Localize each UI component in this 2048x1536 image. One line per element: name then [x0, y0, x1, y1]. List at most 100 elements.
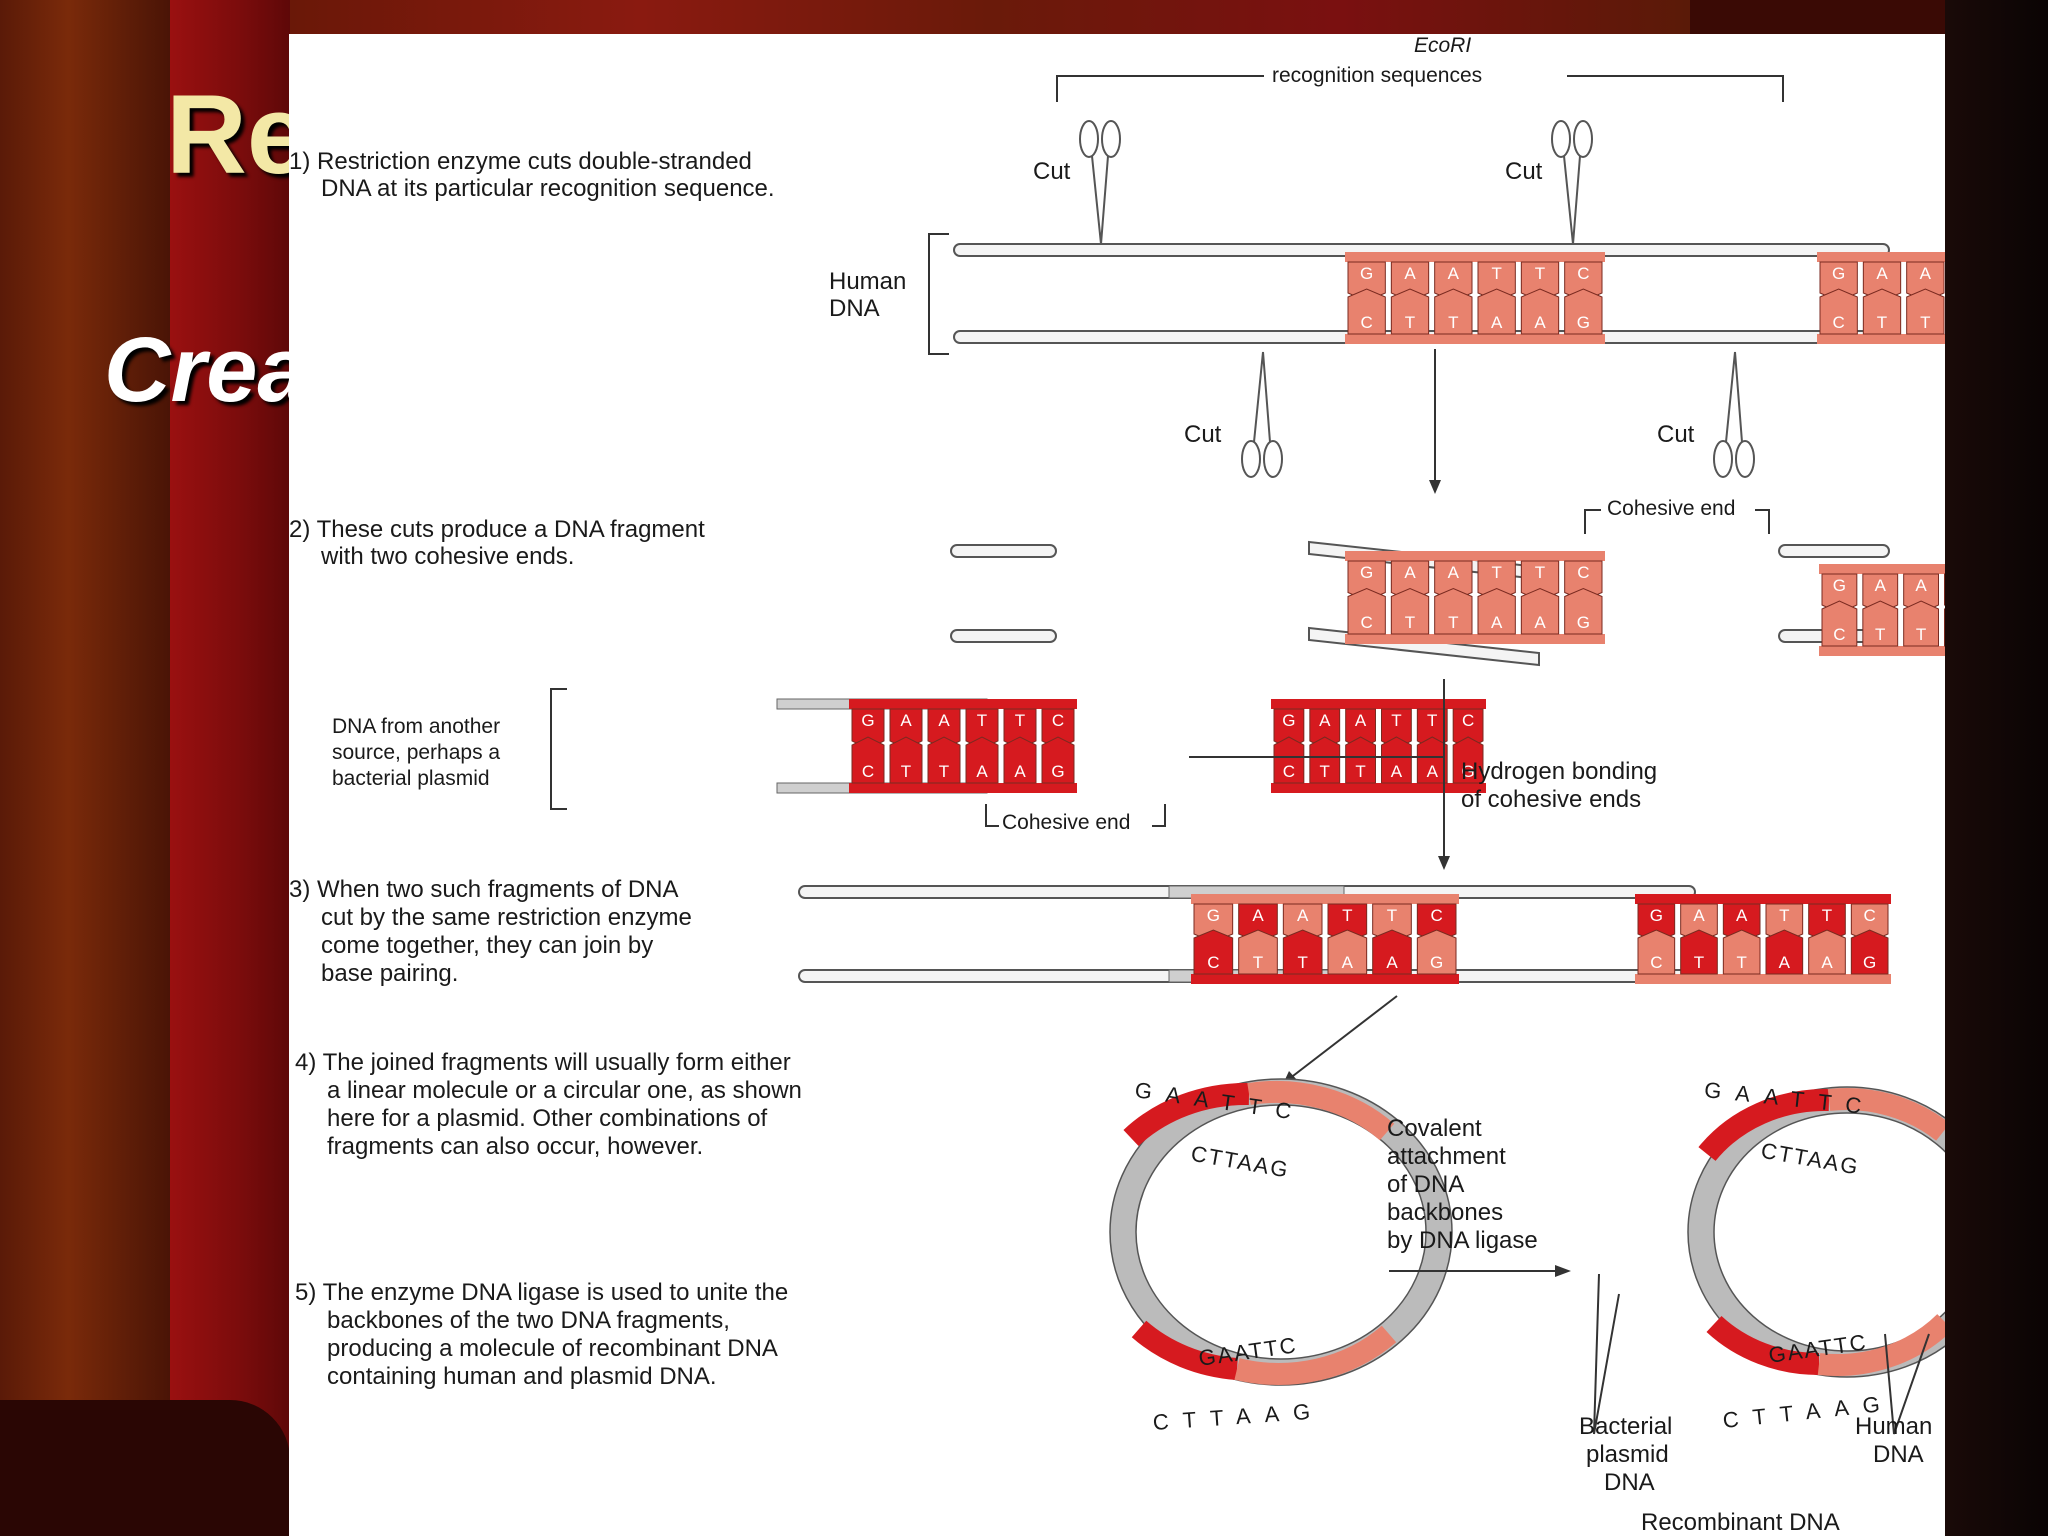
pfA-base-bottom-4 [1003, 736, 1037, 784]
r1a-letter-bottom-3: A [1491, 313, 1503, 332]
covalent-l5: by DNA ligase [1387, 1227, 1538, 1254]
r1a-letter-top-4: T [1535, 264, 1545, 283]
covalent-l4: backbones [1387, 1199, 1503, 1226]
pfA-base-bottom-3 [965, 736, 999, 784]
r1a-letter-bottom-5: G [1577, 313, 1590, 332]
r3a-base-bottom-0 [1193, 929, 1234, 975]
human-short-l1: Human [1855, 1413, 1932, 1440]
pfB-letter-top-3: T [1391, 711, 1401, 730]
arrow-head-1 [1429, 480, 1441, 494]
other-source-bracket [550, 688, 567, 810]
human-short-l2: DNA [1873, 1441, 1924, 1468]
r3a-letter-top-2: A [1297, 906, 1309, 925]
r3b-base-bottom-0 [1637, 929, 1676, 975]
r3b-letter-top-5: C [1864, 906, 1876, 925]
r3a-letter-bottom-1: T [1253, 953, 1263, 972]
pfA-letter-top-3: T [977, 711, 987, 730]
slide-title: Re [166, 72, 310, 197]
r2b-base-bottom-1 [1862, 600, 1899, 647]
step1-line2: DNA at its particular recognition sequen… [321, 175, 775, 202]
arrow-head-right [1555, 1265, 1571, 1277]
covalent-l3: of DNA [1387, 1171, 1464, 1198]
left-top-inner-seq: CTTAAG [1189, 1141, 1291, 1183]
human-dna-label-l1: Human [829, 268, 906, 295]
enzyme-name: EcoRI [1414, 34, 1471, 57]
r2b-letter-bottom-1: T [1875, 625, 1885, 644]
pfA-bottom-strip [849, 783, 1077, 793]
pfA-letter-top-2: A [938, 711, 950, 730]
step5-line4: containing human and plasmid DNA. [327, 1363, 717, 1390]
pfB-letter-bottom-4: A [1427, 762, 1439, 781]
r1b-top-strip [1817, 252, 1945, 262]
human-dna-label-l2: DNA [829, 295, 880, 322]
cohesive-end-label-top: Cohesive end [1607, 497, 1735, 520]
slide-subtitle: Crea [104, 319, 309, 421]
pfB-letter-top-5: C [1462, 711, 1474, 730]
r1b-letter-bottom-1: T [1877, 313, 1887, 332]
r2a-letter-top-0: G [1360, 563, 1373, 582]
cut-label-2: Cut [1505, 158, 1543, 185]
backbone-bottom-row2-left [950, 629, 1057, 643]
r3a-letter-bottom-0: C [1207, 953, 1219, 972]
r3a-base-bottom-2 [1282, 929, 1323, 975]
pfB-base-bottom-4 [1416, 736, 1448, 784]
r1b-base-bottom-1 [1862, 288, 1902, 335]
curtain-bottom-swag [0, 1400, 290, 1536]
pfA-top-strip [849, 699, 1077, 709]
r3a-top-strip [1191, 894, 1459, 904]
r2a-base-bottom-2 [1434, 587, 1473, 635]
pfA-letter-top-0: G [861, 711, 874, 730]
cut-label-4: Cut [1657, 421, 1695, 448]
recognition-label: recognition sequences [1272, 64, 1482, 87]
r3b-letter-bottom-5: G [1863, 953, 1876, 972]
cohesive-bracket-bottom [985, 804, 1166, 827]
dna-diagram-svg: EcoRI recognition sequences 1) Restricti… [289, 34, 1945, 1536]
r1b-base-bottom-2 [1906, 288, 1945, 335]
r3a-letter-bottom-4: A [1386, 953, 1398, 972]
scissors-icon-1 [1079, 120, 1121, 245]
r2a-letter-bottom-2: T [1448, 613, 1458, 632]
r2a-top-strip [1345, 551, 1605, 561]
r2b-base-bottom-3 [1944, 608, 1945, 647]
arrow-diag [1288, 995, 1398, 1080]
r3b-letter-top-2: A [1736, 906, 1748, 925]
recognition-bracket [1056, 75, 1784, 102]
r2a-letter-top-3: T [1491, 563, 1501, 582]
pfB-letter-bottom-5: G [1461, 762, 1474, 781]
r1a-letter-bottom-4: A [1534, 313, 1546, 332]
bacterial-l2: plasmid [1586, 1441, 1669, 1468]
r1a-top-strip [1345, 252, 1605, 262]
pfB-base-bottom-5 [1452, 736, 1484, 784]
pfA-letter-top-5: C [1052, 711, 1064, 730]
r1a-letter-top-5: C [1577, 264, 1589, 283]
left-bottom-outer-seq: CTTAAG [1152, 1398, 1325, 1435]
r1b-letter-top-1: A [1876, 264, 1888, 283]
r1a-letter-bottom-0: C [1361, 313, 1373, 332]
r2b-top-strip [1819, 564, 1945, 574]
curtain-right [1945, 0, 2048, 1536]
circular-plasmid-left [1109, 1078, 1453, 1386]
hydrogen-bonding-l2: of cohesive ends [1461, 786, 1641, 813]
pfA-letter-top-1: A [900, 711, 912, 730]
other-source-l2: source, perhaps a [332, 741, 500, 764]
pfB-letter-bottom-3: A [1391, 762, 1403, 781]
pfA-letter-bottom-5: G [1051, 762, 1064, 781]
covalent-l2: attachment [1387, 1143, 1506, 1170]
r2b-bottom-strip [1819, 646, 1945, 656]
pfA-base-bottom-1 [889, 736, 923, 784]
r2a-letter-bottom-4: A [1534, 613, 1546, 632]
pfB-letter-top-0: G [1282, 711, 1295, 730]
step5-line1: 5) The enzyme DNA ligase is used to unit… [295, 1279, 788, 1306]
pfA-base-bottom-2 [927, 736, 961, 784]
cohesive-end-label-bottom: Cohesive end [1002, 811, 1130, 834]
pointer-human [1884, 1333, 1930, 1435]
backbone-top-row2-left [950, 544, 1057, 558]
bacterial-l1: Bacterial [1579, 1413, 1672, 1440]
r2a-base-bottom-4 [1520, 587, 1560, 635]
r2a-letter-bottom-0: C [1361, 613, 1373, 632]
r1a-base-bottom-1 [1390, 288, 1430, 335]
r2a-base-bottom-1 [1390, 587, 1430, 635]
